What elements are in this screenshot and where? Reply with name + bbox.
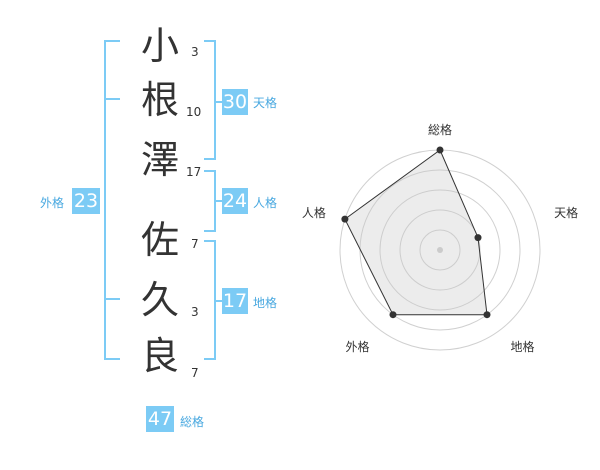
gaikaku-value: 23 <box>72 188 100 214</box>
chikaku-value: 17 <box>222 288 248 314</box>
tenkaku-label: 天格 <box>253 96 278 110</box>
tenkaku-value: 30 <box>222 89 248 115</box>
radar-axis-label-4: 外格 <box>345 339 369 354</box>
radar-polygon <box>344 149 488 316</box>
chikaku-label: 地格 <box>253 296 278 310</box>
jinkaku-value: 24 <box>222 188 248 214</box>
stroke-count-2: 10 <box>186 105 202 119</box>
radar-point-3 <box>483 311 491 319</box>
stroke-count-4: 7 <box>191 237 199 251</box>
name-char-6: 良 <box>140 334 179 378</box>
radar-axis-label-3: 地格 <box>511 339 535 354</box>
name-char-5: 久 <box>140 278 179 322</box>
radar-point-1 <box>436 146 444 154</box>
radar-point-2 <box>474 234 482 242</box>
stroke-count-6: 7 <box>191 366 199 380</box>
name-char-1: 小 <box>140 24 179 68</box>
radar-ring-1 <box>419 229 461 271</box>
radar-point-4 <box>389 311 397 319</box>
radar-ring-2 <box>399 209 481 291</box>
name-char-3: 澤 <box>140 138 179 182</box>
jinkaku-label: 人格 <box>253 196 278 210</box>
radar-ring-3 <box>379 189 501 311</box>
soukaku-value: 47 <box>146 406 174 432</box>
stroke-count-3: 17 <box>186 165 202 179</box>
name-char-4: 佐 <box>140 218 179 262</box>
radar-axis-label-1: 総格 <box>428 122 452 137</box>
radar-axis-label-2: 天格 <box>554 205 578 220</box>
soukaku-label: 総格 <box>180 415 205 429</box>
radar-center <box>437 247 443 253</box>
gaikaku-label: 外格 <box>40 196 65 210</box>
name-char-2: 根 <box>140 78 179 122</box>
stroke-count-5: 3 <box>191 305 199 319</box>
radar-axis-label-5: 人格 <box>302 205 326 220</box>
stroke-count-1: 3 <box>191 45 199 59</box>
radar-point-5 <box>341 215 349 223</box>
